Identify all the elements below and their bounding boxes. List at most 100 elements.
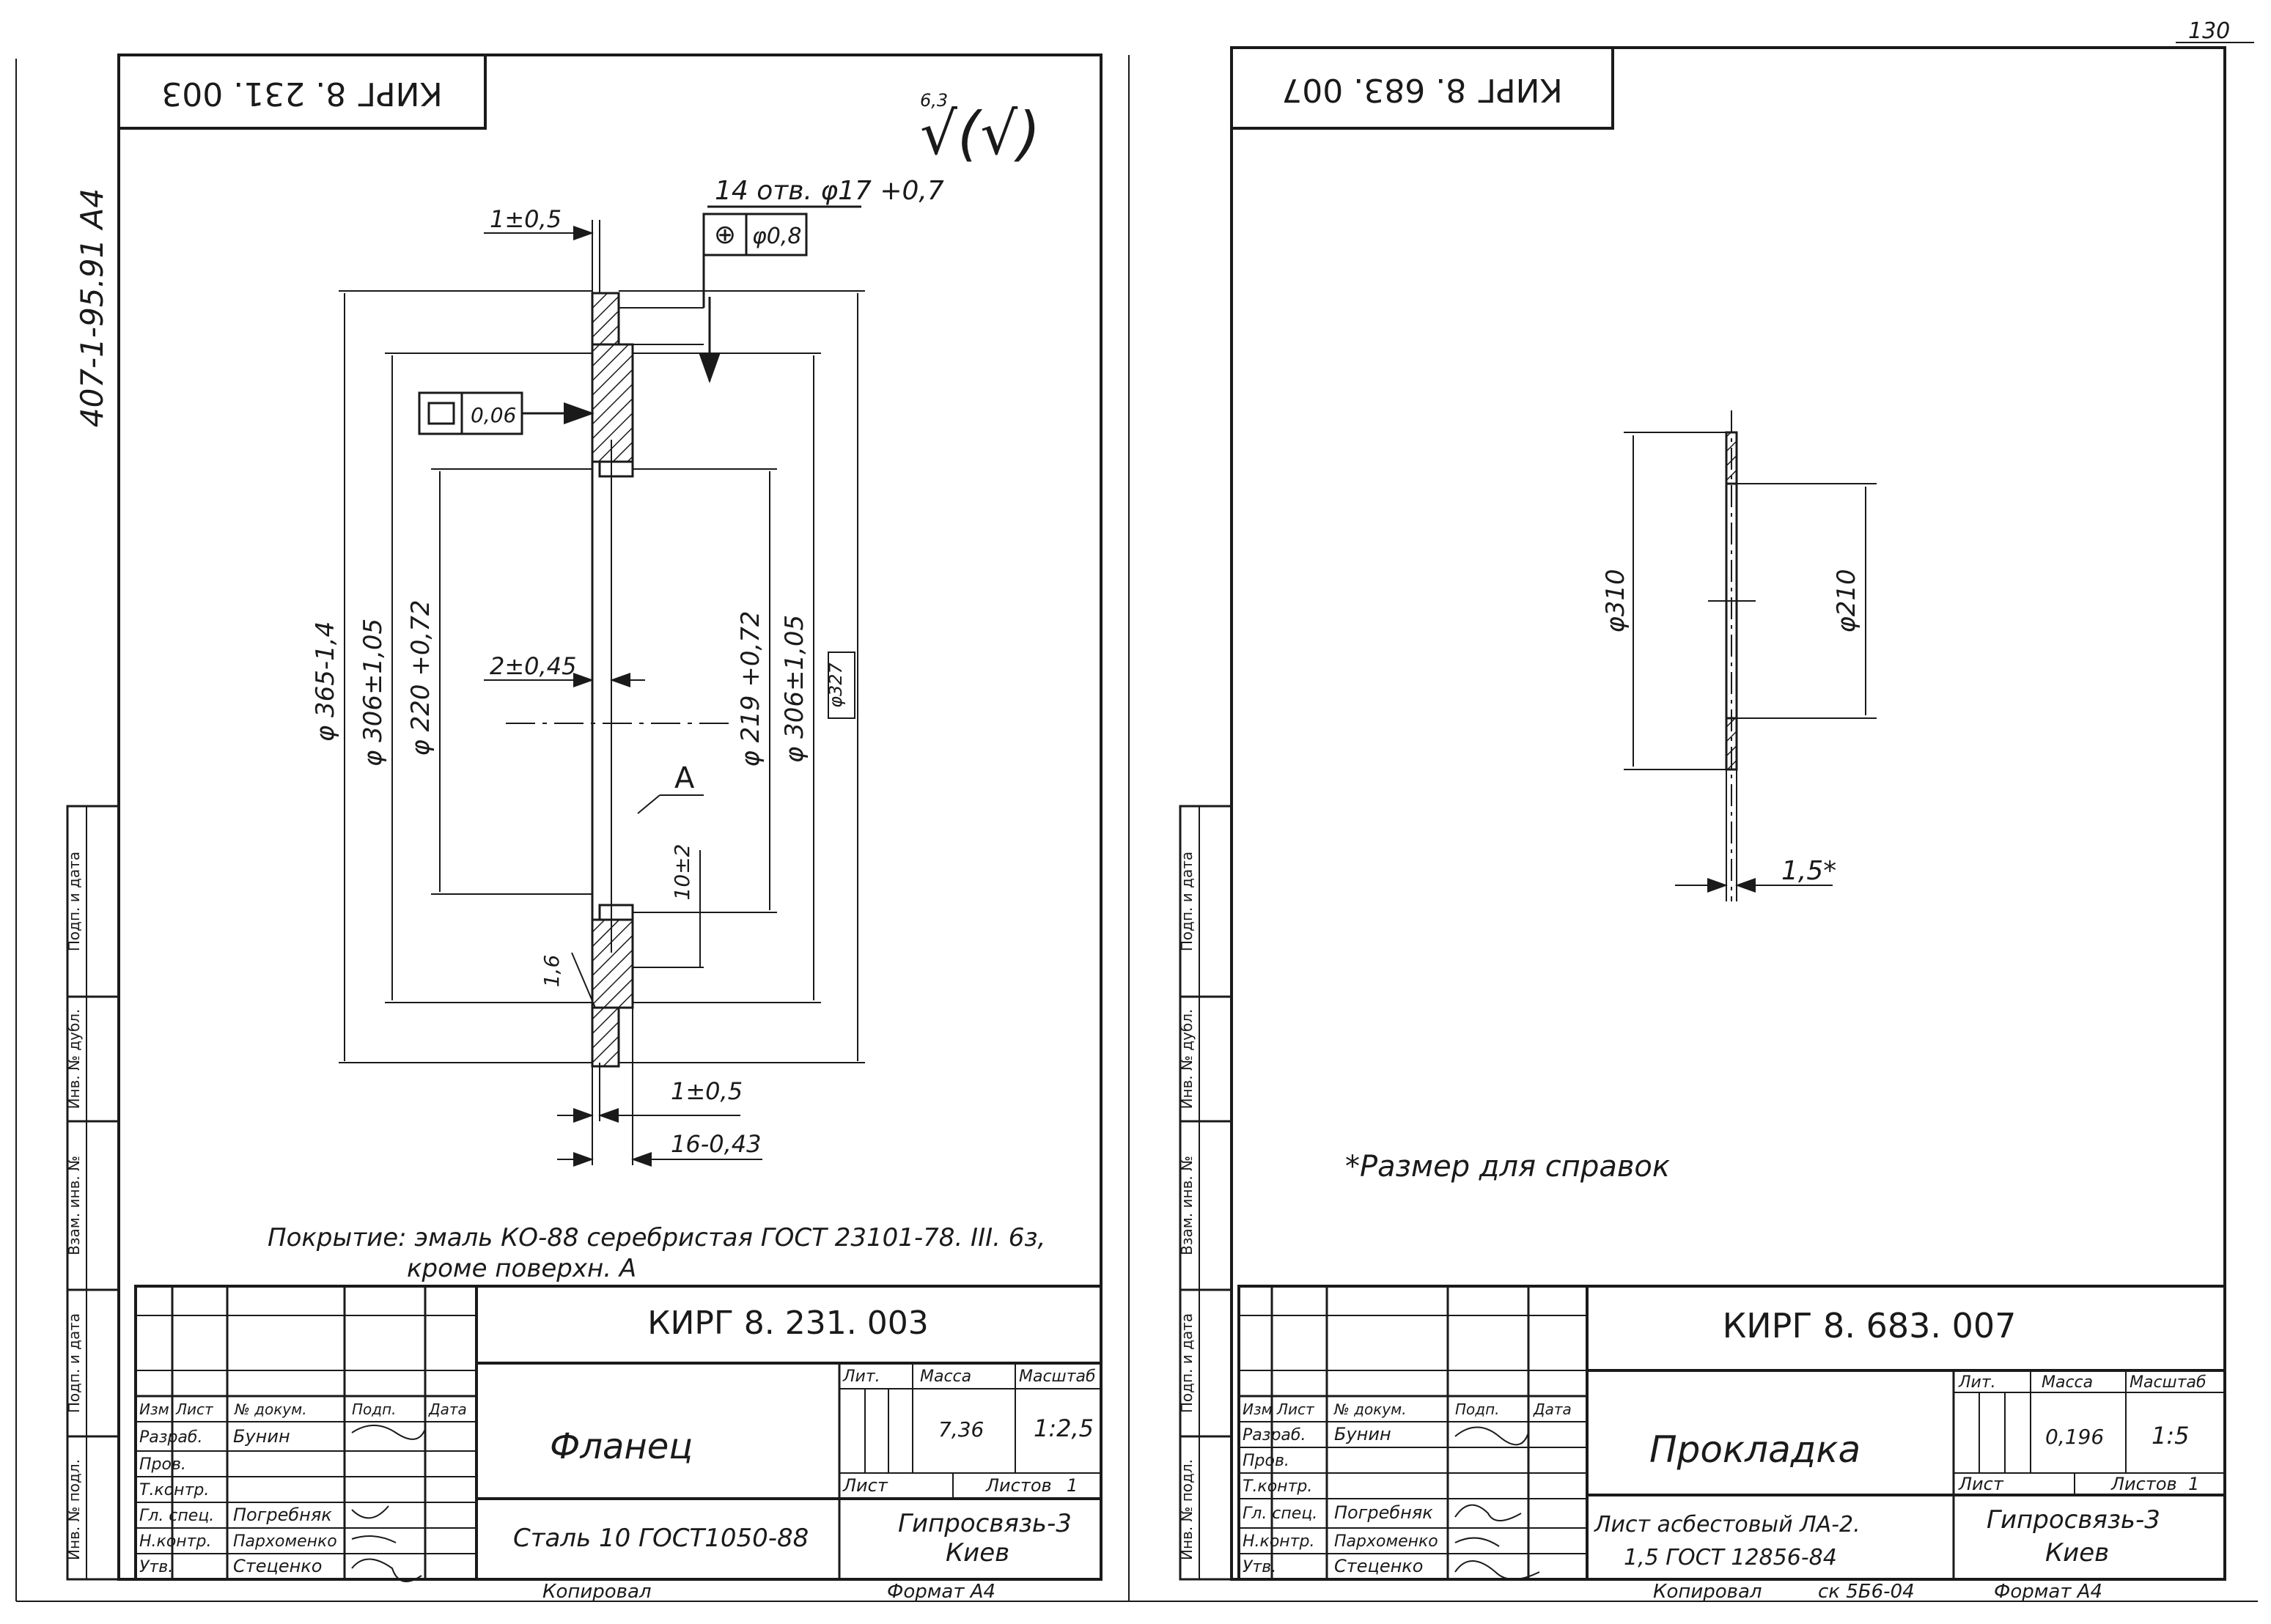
left-mass: 7,36: [938, 1417, 984, 1442]
svg-text:φ327: φ327: [825, 662, 846, 707]
svg-text:6,3: 6,3: [920, 90, 948, 111]
svg-text:Н.контр.: Н.контр.: [139, 1532, 211, 1551]
svg-text:Т.контр.: Т.контр.: [139, 1481, 209, 1499]
svg-text:Лист: Лист: [1276, 1400, 1315, 1418]
svg-text:φ0,8: φ0,8: [752, 224, 802, 249]
margin-label: Инв. № подл.: [1178, 1459, 1196, 1560]
svg-text:Пархоменко: Пархоменко: [233, 1532, 337, 1551]
dim-d306-left: φ 306±1,05: [358, 619, 388, 767]
svg-text:Листов: Листов: [2110, 1474, 2177, 1494]
margin-strip: Подп. и дата Инв. № дубл. Взам. инв. № П…: [1178, 805, 1233, 1581]
svg-text:Погребняк: Погребняк: [233, 1505, 332, 1525]
right-mass: 0,196: [2045, 1425, 2104, 1449]
svg-text:Разраб.: Разраб.: [139, 1428, 202, 1447]
holes-note: 14 отв. φ17 +0,7: [715, 176, 944, 206]
svg-text:Подп.: Подп.: [1455, 1400, 1500, 1418]
right-scale: 1:5: [2152, 1422, 2190, 1450]
left-part-name: Фланец: [550, 1426, 693, 1467]
surface-a-label: A: [674, 761, 695, 795]
dim-d219: φ 219 +0,72: [736, 610, 765, 767]
dim-d327-box: φ327: [825, 652, 855, 719]
dim-d310: φ310: [1601, 569, 1630, 632]
margin-label: Инв. № дубл.: [1178, 1009, 1196, 1110]
svg-text:№ докум.: № докум.: [234, 1400, 307, 1418]
svg-text:Утв.: Утв.: [139, 1558, 173, 1576]
margin-label: Взам. инв. №: [65, 1156, 83, 1255]
svg-text:Н.контр.: Н.контр.: [1243, 1532, 1314, 1551]
coating-note-line1: Покрытие: эмаль КО-88 серебристая ГОСТ 2…: [268, 1223, 1045, 1252]
svg-text:Стеценко: Стеценко: [233, 1556, 322, 1576]
reference-footnote: *Размер для справок: [1345, 1150, 1670, 1184]
svg-text:Пров.: Пров.: [139, 1455, 186, 1474]
svg-text:Лист: Лист: [175, 1400, 214, 1418]
svg-text:Бунин: Бунин: [233, 1426, 290, 1447]
right-material-line1: Лист асбестовый ЛА-2.: [1594, 1512, 1860, 1538]
margin-label: Подп. и дата: [65, 1313, 83, 1413]
svg-text:Лит.: Лит.: [842, 1368, 880, 1386]
svg-text:Листов: Листов: [985, 1475, 1052, 1496]
margin-label: Подп. и дата: [1178, 1313, 1196, 1413]
svg-text:Изм: Изм: [139, 1400, 169, 1418]
svg-text:Гл. спец.: Гл. спец.: [139, 1507, 214, 1525]
right-part-name: Прокладка: [1649, 1428, 1860, 1471]
svg-text:Пархоменко: Пархоменко: [1334, 1532, 1438, 1551]
margin-label: Подп. и дата: [1178, 852, 1196, 951]
left-title-block: Изм Лист № докум. Подп. Дата Разраб. Бун…: [134, 1285, 1103, 1582]
left-org: Гипросвязь-3: [898, 1509, 1072, 1538]
position-tolerance-frame: ⊕ φ0,8: [702, 213, 808, 256]
svg-text:Утв.: Утв.: [1243, 1558, 1276, 1576]
svg-text:Дата: Дата: [1533, 1400, 1572, 1418]
margin-label: Подп. и дата: [65, 852, 83, 951]
flange-section: [591, 292, 704, 1068]
left-footer-copy: Копировал: [542, 1581, 652, 1603]
left-footer-format: Формат А4: [887, 1581, 995, 1603]
right-sheet: КИРГ 8. 683. 007 Подп. и дата Инв. № дуб…: [1178, 46, 2226, 1603]
left-material: Сталь 10 ГОСТ1050-88: [513, 1524, 809, 1553]
right-org: Гипросвязь-3: [1987, 1505, 2160, 1535]
svg-text:Изм: Изм: [1243, 1400, 1273, 1418]
right-footer-copy: Копировал: [1653, 1581, 1762, 1603]
margin-label: Инв. № подл.: [65, 1459, 83, 1560]
gasket-section: [1708, 410, 1756, 901]
dim-d306-right: φ 306±1,05: [780, 615, 809, 763]
svg-text:√(√): √(√): [920, 100, 1040, 168]
svg-text:№ докум.: № докум.: [1333, 1400, 1407, 1418]
svg-text:Стеценко: Стеценко: [1334, 1556, 1423, 1576]
margin-label: Инв. № дубл.: [65, 1009, 83, 1110]
left-code-rotated: КИРГ 8. 231. 003: [161, 75, 442, 112]
right-material-line2: 1,5 ГОСТ 12856-84: [1624, 1545, 1837, 1571]
svg-text:Т.контр.: Т.контр.: [1243, 1477, 1312, 1496]
svg-text:Масса: Масса: [920, 1368, 971, 1386]
svg-text:Разраб.: Разраб.: [1243, 1426, 1306, 1444]
margin-label: Взам. инв. №: [1178, 1156, 1196, 1255]
svg-text:Пров.: Пров.: [1243, 1452, 1289, 1470]
svg-text:Погребняк: Погребняк: [1334, 1502, 1433, 1523]
side-doc-number: 407-1-95.91 A4: [74, 188, 110, 427]
svg-text:Бунин: Бунин: [1334, 1424, 1391, 1444]
svg-text:Лист: Лист: [1958, 1474, 2004, 1494]
coating-note-line2: кроме поверхн. А: [407, 1254, 636, 1283]
page-number: 130: [2188, 18, 2230, 44]
flatness-tolerance-frame: 0,06: [418, 391, 523, 435]
left-scale: 1:2,5: [1034, 1414, 1094, 1442]
dim-chamfer-10: 10±2: [670, 844, 694, 901]
svg-text:Масштаб: Масштаб: [2130, 1373, 2206, 1392]
svg-text:Лит.: Лит.: [1958, 1373, 1996, 1392]
left-title-code: КИРГ 8. 231. 003: [647, 1304, 928, 1342]
svg-text:Масса: Масса: [2042, 1373, 2093, 1392]
svg-text:Киев: Киев: [946, 1538, 1009, 1568]
svg-text:⊕: ⊕: [714, 220, 736, 250]
svg-text:Дата: Дата: [428, 1400, 467, 1418]
right-code-rotated: КИРГ 8. 683. 007: [1281, 71, 1562, 108]
svg-text:Киев: Киев: [2045, 1538, 2109, 1568]
svg-text:1: 1: [2188, 1474, 2199, 1494]
svg-text:Гл. спец.: Гл. спец.: [1243, 1505, 1317, 1523]
svg-text:Масштаб: Масштаб: [1019, 1368, 1096, 1386]
svg-text:Лист: Лист: [842, 1475, 888, 1496]
dim-d210: φ210: [1832, 569, 1861, 632]
right-footer-format: Формат А4: [1994, 1581, 2102, 1603]
dim-chamfer-16: 1,6: [540, 955, 564, 988]
left-sheet: КИРГ 8. 231. 003 407-1-95.91 A4 Подп. и …: [65, 53, 1103, 1603]
dim-d220: φ 220 +0,72: [406, 599, 435, 756]
